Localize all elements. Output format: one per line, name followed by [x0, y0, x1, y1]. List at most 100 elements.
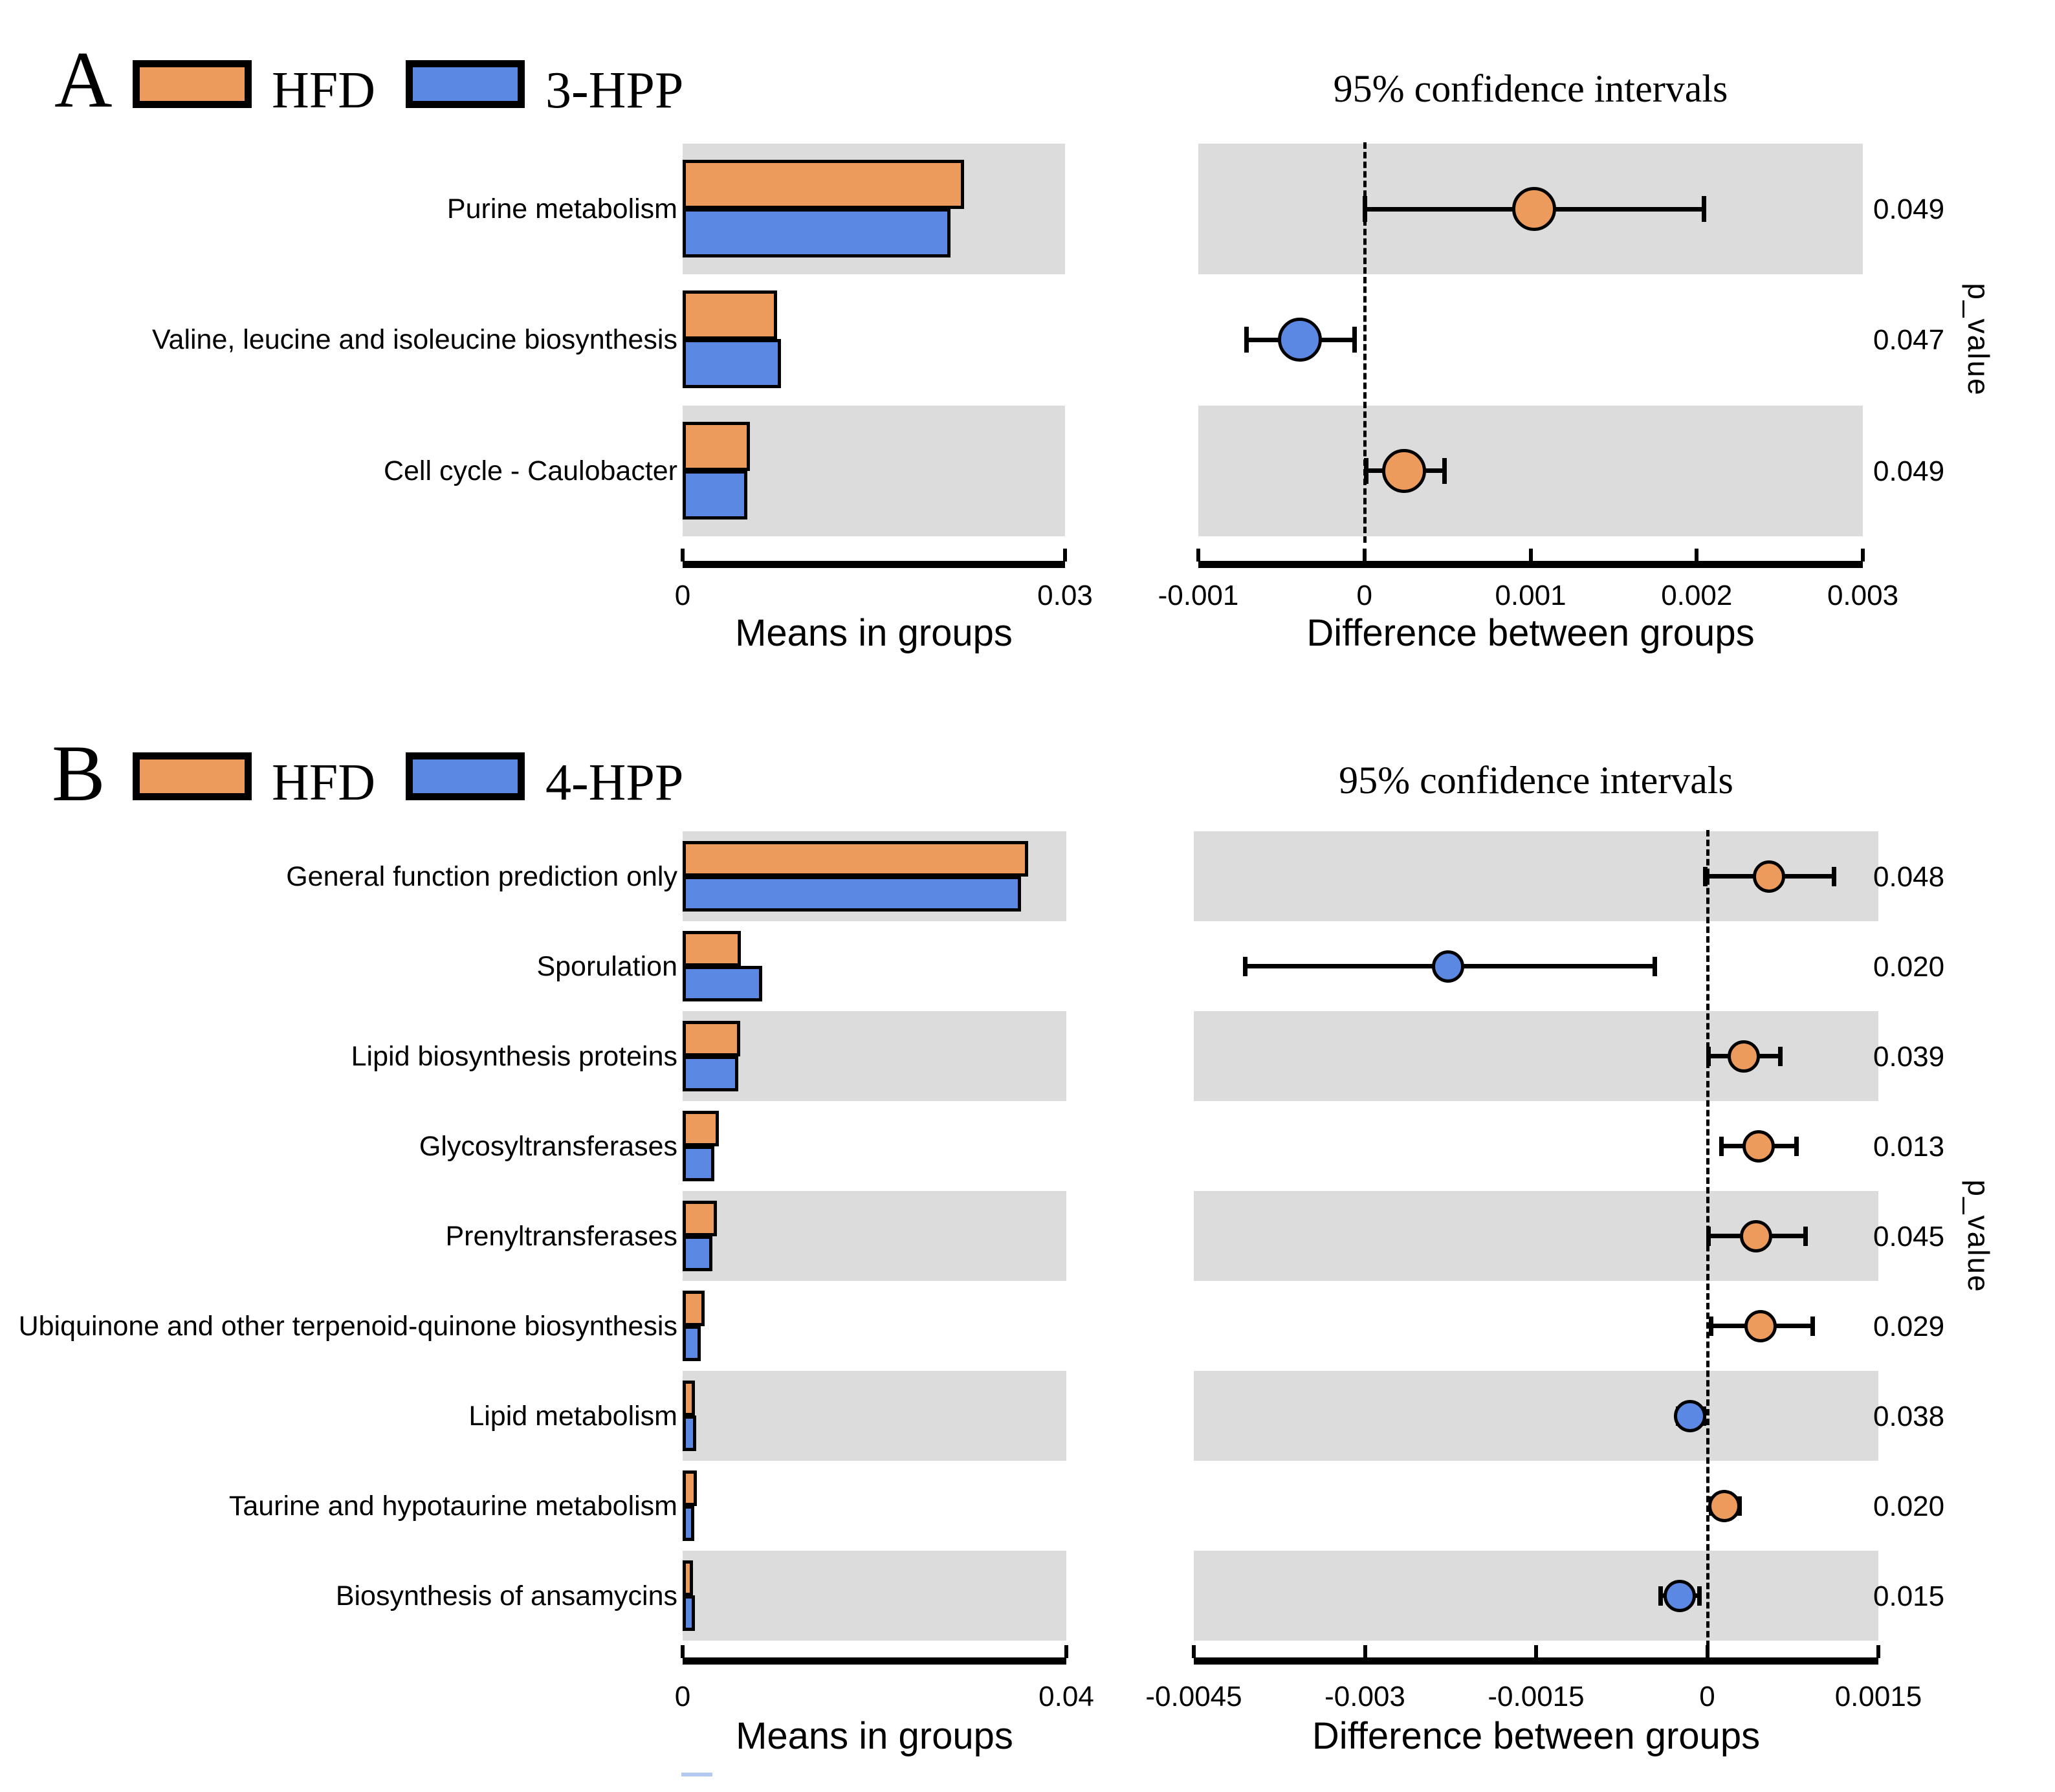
- right-axis-tick: [1876, 1645, 1880, 1658]
- right-axis-tick-label: 0.002: [1661, 580, 1733, 611]
- row-band-left: [683, 1011, 1066, 1101]
- p-value: 0.039: [1873, 1040, 1945, 1073]
- legend-label-hfd: HFD: [272, 754, 376, 811]
- ci-dot: [1740, 1219, 1773, 1252]
- mean-bar-treatment: [683, 1235, 712, 1271]
- right-axis-tick: [1705, 1645, 1709, 1658]
- panel-letter: A: [54, 36, 113, 124]
- category-label: Valine, leucine and isoleucine biosynthe…: [152, 324, 677, 356]
- mean-bar-hfd: [683, 1470, 698, 1506]
- left-axis-tick: [1064, 1645, 1068, 1658]
- ci-errorbar-cap-left: [1364, 457, 1369, 484]
- ci-title: 95% confidence intervals: [1333, 67, 1728, 110]
- right-axis-tick: [1534, 1645, 1538, 1658]
- right-axis-tick-label: 0.0015: [1834, 1681, 1922, 1712]
- left-axis-tick: [681, 1645, 685, 1658]
- right-axis-title: Difference between groups: [1306, 612, 1755, 654]
- legend-swatch-hfd: [133, 60, 252, 108]
- right-axis-line: [1198, 561, 1863, 568]
- right-axis-tick-label: 0.001: [1495, 580, 1566, 611]
- mean-bar-hfd: [683, 1110, 720, 1146]
- mean-bar-hfd: [683, 160, 965, 210]
- ci-errorbar-cap-left: [1243, 956, 1248, 976]
- p-value: 0.015: [1873, 1580, 1945, 1612]
- p-value: 0.029: [1873, 1310, 1945, 1342]
- mean-bar-hfd: [683, 930, 742, 967]
- mean-bar-hfd: [683, 421, 751, 471]
- mean-bar-hfd: [683, 290, 777, 340]
- left-axis-title: Means in groups: [736, 1715, 1013, 1757]
- ci-errorbar-cap-left: [1244, 327, 1249, 353]
- p-value: 0.048: [1873, 860, 1945, 893]
- ci-errorbar-cap-left: [1658, 1586, 1664, 1606]
- mean-bar-treatment: [683, 339, 781, 389]
- legend-swatch-treatment: [406, 60, 525, 108]
- category-label: Lipid metabolism: [468, 1400, 677, 1432]
- panel-letter: B: [52, 729, 105, 818]
- mean-bar-treatment: [683, 1145, 714, 1181]
- mean-bar-hfd: [683, 840, 1028, 877]
- right-axis-tick-label: -0.0015: [1488, 1681, 1585, 1712]
- mean-bar-treatment: [683, 1325, 701, 1361]
- right-axis-tick: [1861, 549, 1865, 562]
- ci-errorbar-cap-left: [1706, 1226, 1711, 1246]
- legend-label-treatment: 4-HPP: [545, 754, 684, 811]
- left-axis-tick-label: 0: [674, 580, 691, 611]
- ci-title: 95% confidence intervals: [1339, 759, 1733, 802]
- left-axis-tick-label: 0.04: [1038, 1681, 1094, 1712]
- p-value: 0.020: [1873, 950, 1945, 983]
- category-label: Purine metabolism: [446, 193, 677, 225]
- p-value-axis-label: p_value: [1962, 1179, 1995, 1293]
- ci-errorbar-cap-left: [1702, 866, 1708, 886]
- ci-errorbar-cap-right: [1352, 327, 1357, 353]
- row-band-left: [683, 1191, 1066, 1281]
- ci-dot: [1511, 187, 1556, 232]
- p-value: 0.047: [1873, 324, 1945, 356]
- left-axis-title: Means in groups: [735, 612, 1013, 654]
- mean-bar-hfd: [683, 1290, 705, 1326]
- mean-bar-treatment: [683, 1415, 696, 1451]
- left-axis-tick-label: 0.03: [1037, 580, 1093, 611]
- right-axis-tick-label: -0.003: [1324, 1681, 1405, 1712]
- left-axis-line: [683, 561, 1065, 568]
- category-label: Biosynthesis of ansamycins: [335, 1580, 677, 1612]
- ci-errorbar-cap-right: [1803, 1226, 1808, 1246]
- mean-bar-treatment: [683, 875, 1022, 912]
- right-axis-tick: [1192, 1645, 1196, 1658]
- legend-swatch-treatment: [406, 752, 525, 800]
- p-value: 0.049: [1873, 193, 1945, 226]
- mean-bar-treatment: [683, 1505, 694, 1541]
- ci-dot: [1708, 1489, 1741, 1522]
- ci-dot: [1664, 1579, 1697, 1612]
- ci-errorbar-cap-right: [1697, 1586, 1702, 1606]
- ci-errorbar-cap-right: [1794, 1136, 1799, 1156]
- ci-errorbar-cap-left: [1362, 196, 1367, 223]
- right-axis-tick: [1363, 1645, 1367, 1658]
- ci-dot: [1674, 1399, 1707, 1432]
- ci-dot: [1277, 318, 1322, 362]
- ci-dot: [1432, 950, 1465, 983]
- right-axis-tick: [1196, 549, 1200, 562]
- left-axis-tick: [1063, 549, 1067, 562]
- ci-errorbar-cap-right: [1832, 866, 1837, 886]
- row-band-right: [1194, 1371, 1878, 1461]
- ci-dot: [1752, 860, 1785, 893]
- ci-errorbar-cap-right: [1701, 196, 1706, 223]
- category-label: Sporulation: [536, 950, 677, 982]
- ci-errorbar-cap-left: [1708, 1316, 1713, 1336]
- right-axis-tick-label: -0.001: [1158, 580, 1239, 611]
- row-band-left: [683, 1551, 1066, 1641]
- zero-line: [1363, 142, 1367, 543]
- stray-mark: [681, 1773, 712, 1776]
- ci-errorbar-cap-left: [1719, 1136, 1724, 1156]
- right-axis-tick: [1362, 549, 1367, 562]
- p-value: 0.020: [1873, 1490, 1945, 1522]
- row-band-right: [1194, 1551, 1878, 1641]
- ci-dot: [1382, 448, 1427, 493]
- right-axis-title: Difference between groups: [1312, 1715, 1761, 1757]
- right-axis-tick-label: 0.003: [1827, 580, 1899, 611]
- mean-bar-hfd: [683, 1380, 696, 1416]
- ci-dot: [1742, 1130, 1775, 1163]
- right-axis-tick-label: 0: [1356, 580, 1372, 611]
- right-axis-tick: [1695, 549, 1699, 562]
